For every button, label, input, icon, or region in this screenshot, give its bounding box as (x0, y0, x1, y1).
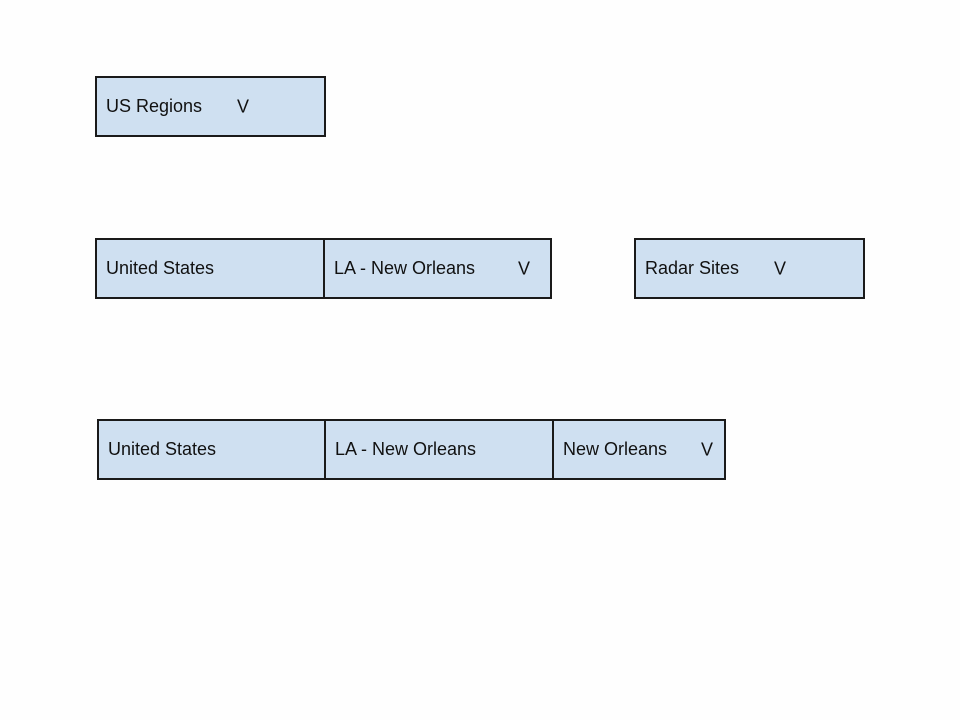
site-dropdown[interactable]: New Orleans V (552, 419, 726, 480)
chevron-down-icon[interactable]: V (237, 96, 250, 116)
chevron-down-icon[interactable]: V (701, 439, 714, 459)
breadcrumb-united-states[interactable]: United States (95, 238, 326, 299)
breadcrumb-label: United States (106, 258, 215, 278)
us-regions-dropdown-label: US Regions (106, 96, 203, 116)
region-dropdown-label: LA - New Orleans (334, 258, 476, 278)
radar-sites-dropdown-label: Radar Sites (645, 258, 740, 278)
region-dropdown[interactable]: LA - New Orleans V (323, 238, 552, 299)
site-dropdown-label: New Orleans (563, 439, 668, 459)
chevron-down-icon[interactable]: V (518, 258, 531, 278)
us-regions-dropdown[interactable]: US Regions V (95, 76, 326, 137)
chevron-down-icon[interactable]: V (774, 258, 787, 278)
breadcrumb-region[interactable]: LA - New Orleans (324, 419, 554, 480)
breadcrumb-label: United States (108, 439, 217, 459)
breadcrumb-label: LA - New Orleans (335, 439, 477, 459)
radar-sites-dropdown[interactable]: Radar Sites V (634, 238, 865, 299)
breadcrumb-united-states[interactable]: United States (97, 419, 327, 480)
